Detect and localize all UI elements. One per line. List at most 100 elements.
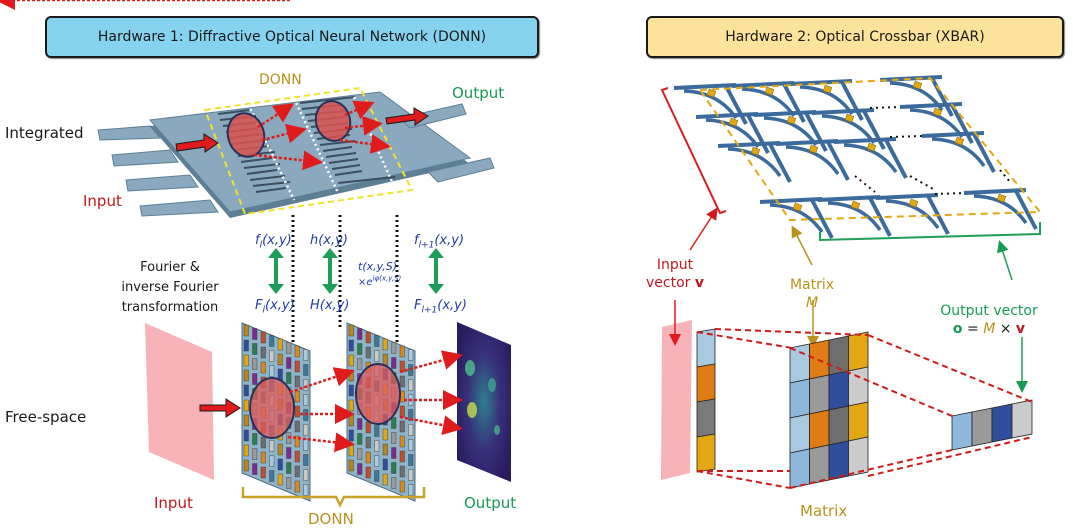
mask-pixel: [243, 369, 249, 382]
phase-shifter: [706, 88, 717, 98]
mask-pixel: [374, 335, 380, 347]
mask-pixel: [391, 342, 397, 354]
donn-brace: [241, 487, 426, 508]
mask-pixel: [243, 339, 249, 352]
mask-pixel: [252, 463, 258, 475]
input-vector-label: Input vector v: [640, 256, 710, 292]
waveguide-row: [817, 195, 881, 202]
output-vector-cell: [991, 403, 1013, 443]
mask-pixel: [374, 440, 380, 452]
fourier-transform-label: Fourier & inverse Fourier transformation: [110, 258, 230, 318]
waveguide-row: [875, 193, 939, 200]
mask-pixel: [260, 346, 266, 359]
input-vector-cells: [696, 328, 716, 473]
mask-pixel: [277, 338, 283, 351]
waveguide-row: [789, 79, 853, 86]
mask-pixel: [294, 465, 300, 478]
waveguide-row: [963, 188, 1027, 195]
mask-pixel: [357, 418, 363, 430]
mask-pixel: [277, 458, 283, 471]
mask-pixel: [374, 470, 380, 482]
mask-pixel: [357, 343, 363, 355]
eq-equals: =: [962, 321, 984, 337]
mask-pixel: [408, 454, 414, 466]
waveguide-col: [768, 143, 792, 183]
crossbar-array: [673, 75, 1038, 239]
mask-pixel: [303, 379, 309, 391]
input-vector-cell: [696, 363, 716, 403]
output-vector-line1: Output vector: [940, 303, 1038, 319]
mask-pixel: [260, 451, 266, 464]
eq-f-l1: fl+1(x,y): [414, 233, 465, 251]
phase-shifter: [932, 107, 943, 117]
matrix-cells: [789, 331, 869, 489]
mask-pixel: [391, 477, 397, 489]
matrix-top-symbol: M: [805, 295, 819, 311]
mask-pixel: [303, 484, 309, 496]
output-vector-cells: [951, 399, 1033, 451]
matrix-top-label: Matrix M: [782, 276, 842, 312]
mask-pixel: [252, 358, 258, 370]
waveguide-col: [782, 83, 806, 123]
mask-pixel: [408, 469, 414, 481]
mask-pixel: [303, 394, 309, 406]
waveguide-row: [811, 108, 875, 115]
freespace-donn-label: DONN: [308, 510, 354, 528]
matrix-cell: [809, 409, 830, 450]
phase-shifter: [866, 142, 877, 152]
mask-pixel: [391, 432, 397, 444]
mask-pixel: [348, 324, 354, 337]
mask-pixel: [260, 466, 266, 479]
mask-pixel: [374, 425, 380, 437]
mask-pixel: [260, 331, 266, 344]
eq-transmission: t(x,y,S)×eiφ(x,y,S): [358, 260, 402, 289]
mask-pixel: [374, 455, 380, 467]
input-vector-cell: [696, 433, 716, 473]
waveguide-col: [868, 197, 892, 237]
mask-pixel: [357, 328, 363, 340]
transform-line-3: transformation: [121, 300, 219, 315]
phase-shifter: [996, 193, 1007, 203]
mask-pixel: [399, 480, 405, 493]
waveguide-col: [840, 81, 864, 121]
matrix-cell: [848, 331, 869, 372]
mask-pixel: [294, 405, 300, 418]
phase-shifter: [850, 200, 861, 210]
waveguide-col: [930, 77, 954, 117]
mask-pixel: [294, 345, 300, 358]
waveguide-row: [717, 141, 781, 148]
matrix-cell: [848, 366, 869, 407]
mask-pixel: [399, 450, 405, 463]
mask-pixel: [382, 458, 388, 471]
mask-pixel: [269, 455, 275, 467]
phase-shifter: [844, 113, 855, 123]
mask-pixel: [357, 448, 363, 460]
input-vector-word: vector: [646, 275, 695, 291]
input-vector-line2: vector v: [640, 274, 710, 292]
hardware1-title: Hardware 1: Diffractive Optical Neural N…: [45, 16, 539, 58]
input-vector-cell: [696, 398, 716, 438]
mask-pixel: [365, 466, 371, 479]
mask-pixel: [252, 433, 258, 445]
matrix-bottom-label: Matrix: [800, 502, 848, 520]
mask-pixel: [303, 469, 309, 481]
mask-pixel: [408, 484, 414, 496]
mask-pixel: [277, 443, 283, 456]
waveguide-row: [731, 81, 795, 88]
matrix-cell: [789, 413, 810, 454]
output-bracket: [819, 222, 1041, 242]
mask-pixel: [269, 470, 275, 482]
mask-pixel: [399, 345, 405, 358]
integrated-chip: [97, 86, 495, 218]
mask-pixel: [348, 459, 354, 472]
waveguide-row: [921, 131, 985, 138]
mask-pixel: [286, 447, 292, 459]
matrix-cell: [789, 378, 810, 419]
waveguide-col: [804, 112, 828, 152]
waveguide-col: [972, 133, 996, 173]
mask-pixel: [348, 384, 354, 397]
output-vector-label: Output vector o = M × v: [924, 302, 1054, 338]
mask-pixel: [348, 414, 354, 427]
waveguide-col: [862, 110, 886, 150]
